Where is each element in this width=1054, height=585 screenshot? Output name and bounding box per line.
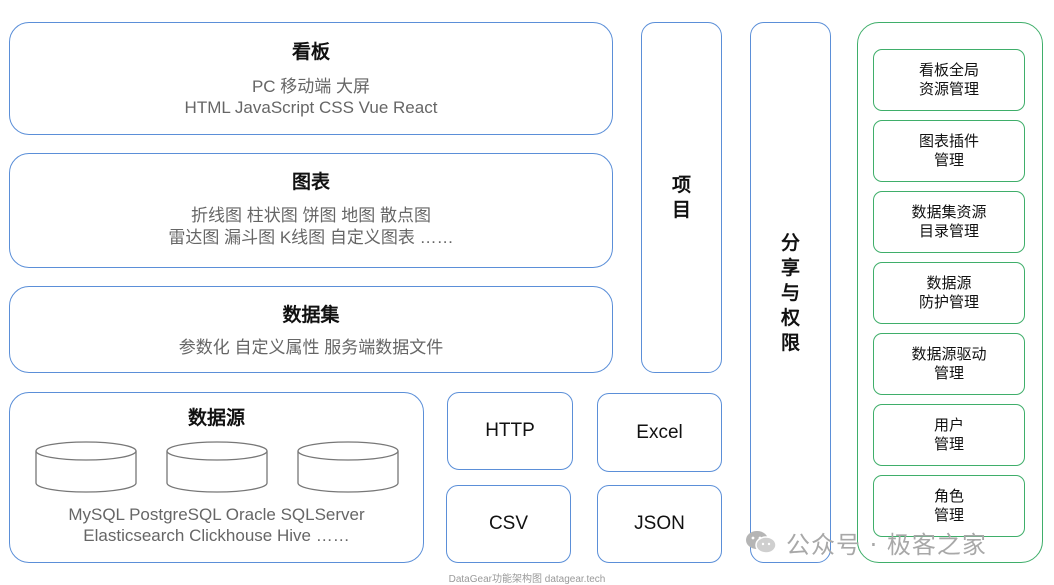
dashboard-line2: HTML JavaScript CSS Vue React bbox=[184, 98, 438, 117]
dataset-layer: 数据集 参数化 自定义属性 服务端数据文件 bbox=[9, 286, 613, 373]
dataset-line1: 参数化 自定义属性 服务端数据文件 bbox=[178, 338, 444, 357]
chart-line2: 雷达图 漏斗图 K线图 自定义图表 …… bbox=[168, 228, 454, 247]
dashboard-title: 看板 bbox=[291, 41, 330, 63]
share-permission-column: 分 享 与 权 限 bbox=[750, 22, 831, 563]
chart-title: 图表 bbox=[291, 171, 330, 193]
protocol-excel: Excel bbox=[597, 393, 722, 472]
dashboard-layer: 看板 PC 移动端 大屏 HTML JavaScript CSS Vue Rea… bbox=[9, 22, 613, 135]
dashboard-line1: PC 移动端 大屏 bbox=[251, 77, 371, 96]
project-char: 目 bbox=[671, 199, 691, 221]
datasource-line2: Elasticsearch Clickhouse Hive …… bbox=[83, 526, 350, 545]
footer-caption: DataGear功能架构图 datagear.tech bbox=[448, 574, 606, 585]
share-char: 享 bbox=[780, 257, 800, 279]
share-char: 与 bbox=[780, 282, 800, 304]
chart-line1: 折线图 柱状图 饼图 地图 散点图 bbox=[191, 206, 431, 225]
share-char: 分 bbox=[780, 232, 800, 254]
chart-plugin-management: 图表插件管理 bbox=[873, 120, 1025, 182]
project-column: 项 目 bbox=[641, 22, 722, 373]
share-char: 限 bbox=[780, 332, 800, 354]
dashboard-resource-management: 看板全局资源管理 bbox=[873, 49, 1025, 111]
protocol-json: JSON bbox=[597, 485, 722, 563]
watermark-text: 公众号 · 极客之家 bbox=[786, 531, 987, 559]
database-icon bbox=[297, 441, 399, 493]
datasource-guard-management: 数据源防护管理 bbox=[873, 262, 1025, 324]
protocol-http: HTTP bbox=[447, 392, 573, 470]
dataset-title: 数据集 bbox=[282, 304, 340, 326]
user-management: 用户管理 bbox=[873, 404, 1025, 466]
database-icon bbox=[35, 441, 137, 493]
datasource-layer: 数据源 MySQL PostgreSQL Oracle SQLServer El… bbox=[9, 392, 424, 563]
chart-layer: 图表 折线图 柱状图 饼图 地图 散点图 雷达图 漏斗图 K线图 自定义图表 …… bbox=[9, 153, 613, 268]
role-management: 角色管理 bbox=[873, 475, 1025, 537]
protocol-csv: CSV bbox=[446, 485, 571, 563]
wechat-icon bbox=[746, 531, 777, 554]
datasource-driver-management: 数据源驱动管理 bbox=[873, 333, 1025, 395]
project-char: 项 bbox=[671, 174, 691, 196]
dataset-directory-management: 数据集资源目录管理 bbox=[873, 191, 1025, 253]
share-char: 权 bbox=[780, 307, 800, 329]
datasource-title: 数据源 bbox=[187, 407, 245, 429]
database-icon bbox=[166, 441, 268, 493]
datasource-line1: MySQL PostgreSQL Oracle SQLServer bbox=[68, 505, 365, 524]
